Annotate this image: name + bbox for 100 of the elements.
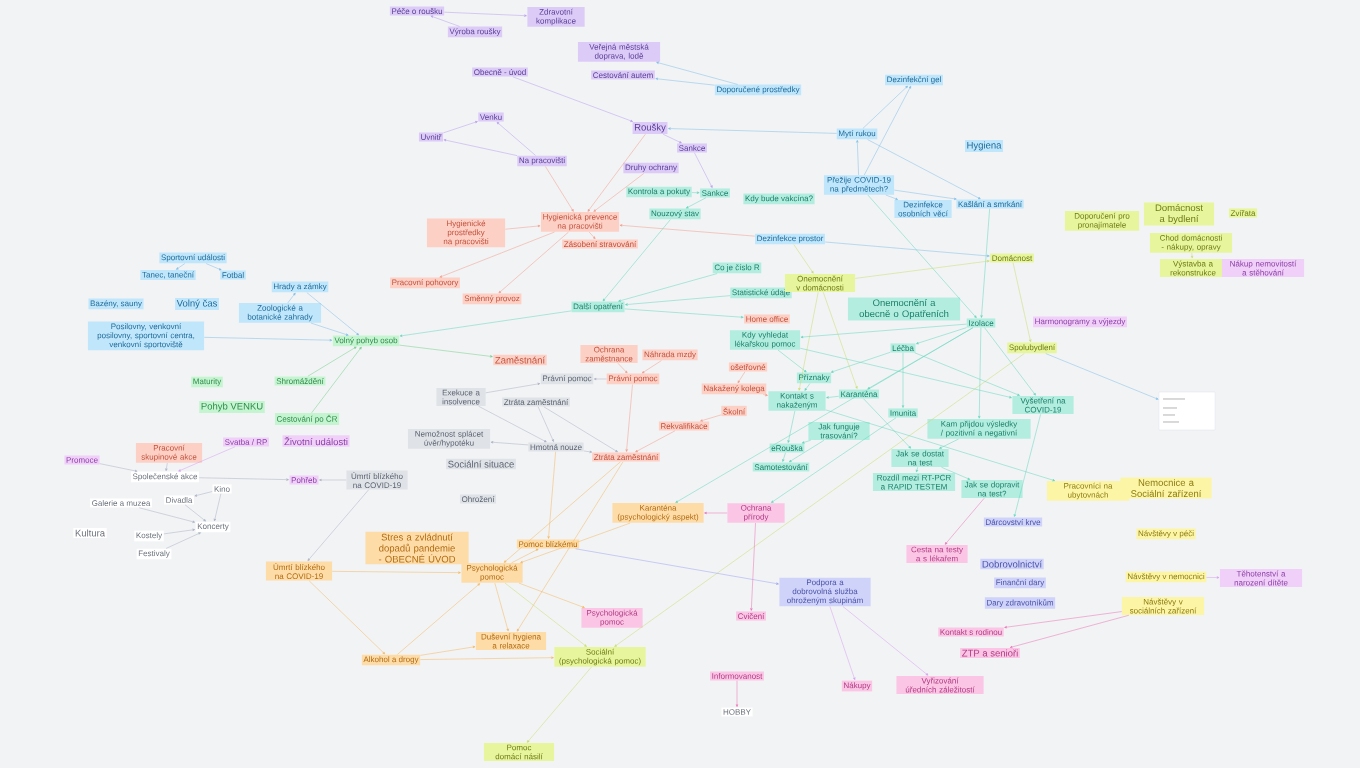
arrow xyxy=(750,522,756,611)
node-label: Pracovníci na ubytovnách xyxy=(1064,482,1113,500)
arrow xyxy=(494,582,509,632)
topic-box: Karanténa (psychologický aspekt) xyxy=(612,503,704,523)
arrow xyxy=(308,580,386,655)
topic-box: Směnný provoz xyxy=(462,293,522,305)
heading-box: Životní události xyxy=(282,435,350,447)
arrow xyxy=(306,292,359,336)
arrow xyxy=(901,352,905,408)
topic-box: Ochrana přírody xyxy=(727,503,785,523)
topic-box: Informovanost xyxy=(710,671,764,681)
topic-box: Kam přijdou výsledky / pozitivní a negativní xyxy=(927,419,1031,439)
arrow xyxy=(737,371,746,384)
arrow xyxy=(176,263,186,270)
topic-box: Nouzový stav xyxy=(649,208,701,220)
arrow xyxy=(624,308,744,319)
arrow xyxy=(587,134,646,212)
topic-box: Léčba xyxy=(890,343,916,353)
topic-box: Výroba roušky xyxy=(447,26,503,38)
arrow xyxy=(735,680,739,707)
arrow xyxy=(511,548,539,564)
arrow xyxy=(617,363,628,374)
arrow xyxy=(1012,262,1032,343)
topic-box: Cvičení xyxy=(736,611,766,621)
arrow xyxy=(800,348,1012,399)
topic-box: Harmonogramy a výjezdy xyxy=(1033,316,1127,328)
topic-box: Podpora a dobrovolná služba ohroženým skupinám xyxy=(779,577,871,607)
topic-box: Právní pomoc xyxy=(540,373,594,385)
arrow xyxy=(1009,615,1130,649)
topic-box: Samotestování xyxy=(752,462,810,472)
arrow xyxy=(842,606,929,676)
arrow xyxy=(307,489,369,561)
topic-box: Venku xyxy=(478,112,504,122)
heading-box: Stres a zvládnutí dopadů pandemie - OBECNÉ ÚVOD xyxy=(365,531,469,565)
topic-box: Ztráta zaměstnání xyxy=(592,452,660,462)
arrow xyxy=(864,85,912,176)
topic-box: Kino xyxy=(212,484,232,494)
arrow xyxy=(867,194,977,319)
topic-box: eRouška xyxy=(769,443,805,453)
arrow xyxy=(668,127,837,134)
arrow xyxy=(798,292,819,391)
arrow xyxy=(399,310,572,337)
topic-box: Doporučení pro pronajímatele xyxy=(1064,211,1140,231)
arrow xyxy=(625,384,633,452)
topic-box: Přežije COVID-19 na předmětech? xyxy=(823,175,895,195)
card-drawing xyxy=(1158,391,1216,431)
topic-box: Mytí rukou xyxy=(836,128,878,140)
topic-box: Kdy bude vakcína? xyxy=(743,193,815,205)
arrow xyxy=(439,231,555,278)
arrow xyxy=(444,11,527,17)
topic-box: Hygienické prostředky na pracovišti xyxy=(426,218,506,248)
arrow xyxy=(593,173,644,212)
topic-box: Obecně - úvod xyxy=(472,67,528,77)
topic-box: Fotbal xyxy=(220,270,246,280)
topic-box: Ohrožení xyxy=(459,494,497,504)
topic-box: Příznaky xyxy=(796,372,832,384)
arrow xyxy=(1013,414,1041,517)
arrow xyxy=(619,224,756,237)
arrow xyxy=(1206,576,1220,579)
arrow xyxy=(614,353,1025,647)
topic-box: Cesta na testy a s lékařem xyxy=(906,545,968,563)
arrow xyxy=(978,327,982,419)
arrow xyxy=(397,583,481,655)
topic-box: Školní xyxy=(721,405,747,417)
topic-box: Sankce xyxy=(700,188,730,198)
arrow xyxy=(856,139,859,176)
arrow xyxy=(205,263,222,271)
arrow xyxy=(213,493,222,522)
arrow xyxy=(941,467,971,480)
arrow xyxy=(194,491,213,497)
topic-box: Úmrtí blízkého na COVID-19 xyxy=(346,470,408,490)
topic-box: Dárcovství krve xyxy=(983,517,1043,527)
arrow xyxy=(825,409,1056,482)
topic-box: Na pracovišti xyxy=(517,155,567,167)
arrow xyxy=(830,352,891,373)
topic-box: Nákupy xyxy=(841,680,873,692)
heading-box: Onemocnění a obecně o Opatřeních xyxy=(847,297,961,321)
topic-box: Pracovní skupinové akce xyxy=(135,443,203,463)
arrow xyxy=(512,76,633,122)
arrow xyxy=(430,15,460,27)
arrow xyxy=(1045,353,1159,400)
arrow xyxy=(496,121,536,156)
topic-box: Kontrola a pokuty xyxy=(626,186,692,198)
topic-box: Hmotná nouze xyxy=(528,442,584,452)
arrow xyxy=(163,528,196,535)
arrow xyxy=(178,446,236,472)
arrow xyxy=(583,450,593,453)
arrow xyxy=(867,139,981,200)
arrow xyxy=(782,452,786,462)
arrow xyxy=(575,548,779,585)
topic-box: Sportovní události xyxy=(159,252,227,264)
topic-box: Nemožnost splácet úvěr/hypotéku xyxy=(407,429,491,449)
arrow xyxy=(787,410,796,443)
arrow xyxy=(793,244,814,274)
node-label: Nemocnice a Sociální zařízení xyxy=(1131,479,1202,497)
topic-box: Pracovní pohovory xyxy=(390,277,460,289)
arrow xyxy=(311,346,362,414)
topic-box: Karanténa xyxy=(838,389,880,399)
arrow xyxy=(1004,611,1122,629)
topic-box: Péče o roušku xyxy=(389,6,445,16)
